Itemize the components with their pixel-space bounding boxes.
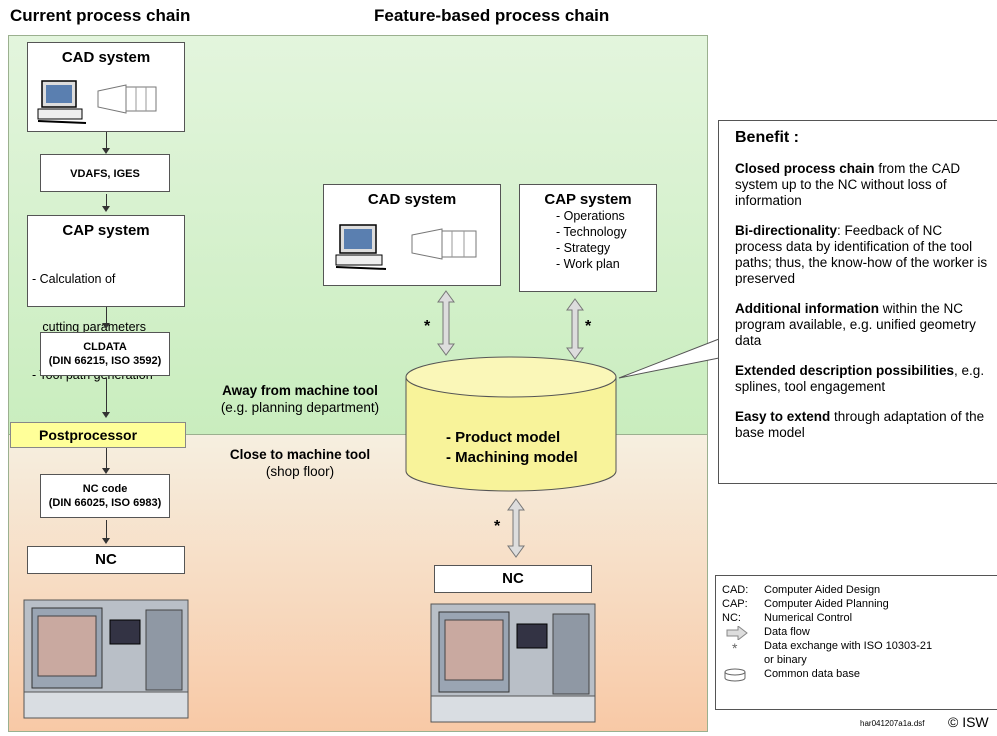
legend-cap-abbr: CAP:	[722, 598, 748, 610]
legend-cad-abbr: CAD:	[722, 584, 749, 596]
left-nc-box: NC	[27, 546, 185, 574]
benefit-item: Bi-directionality: Feedback of NC proces…	[735, 223, 988, 286]
header-current-chain: Current process chain	[10, 6, 191, 25]
nc-code-title: NC code	[82, 483, 128, 495]
center-cap-box: CAP system - Operations - Technology - S…	[519, 184, 657, 292]
machining-model-label: - Machining model	[446, 449, 578, 466]
away-from-machine-label: Away from machine tool (e.g. planning de…	[200, 382, 400, 416]
legend-nc-full: Numerical Control	[764, 612, 853, 624]
left-cap-item: - Calculation of	[32, 272, 116, 286]
cldata-title: CLDATA	[83, 341, 127, 353]
legend-star-icon: *	[732, 640, 738, 656]
iso-exchange-star-icon: *	[585, 318, 592, 335]
cldata-document: CLDATA (DIN 66215, ISO 3592)	[40, 332, 170, 376]
center-cad-title: CAD system	[367, 191, 457, 208]
legend-nc-abbr: NC:	[722, 612, 741, 624]
machine-tool-image	[430, 603, 596, 723]
center-cap-item: - Operations	[556, 209, 625, 223]
center-cap-item: - Technology	[556, 225, 627, 239]
machine-tool-image	[23, 599, 189, 719]
benefit-item: Easy to extend through adaptation of the…	[735, 409, 985, 440]
center-cap-item: - Strategy	[556, 241, 611, 255]
database-legend-icon	[724, 668, 746, 682]
center-cap-title: CAP system	[544, 191, 632, 208]
legend-flow: Data flow	[764, 626, 810, 638]
vdafs-iges-document: VDAFS, IGES	[40, 154, 170, 192]
benefit-panel: Benefit : Closed process chain from the …	[718, 120, 997, 484]
database-content: - Product model - Machining model	[446, 428, 578, 468]
common-database-icon	[405, 356, 617, 492]
computer-icon	[37, 80, 157, 124]
benefit-title: Benefit :	[735, 129, 799, 146]
close-subtitle: (shop floor)	[265, 464, 335, 479]
product-model-label: - Product model	[446, 429, 561, 446]
away-title: Away from machine tool	[222, 383, 378, 398]
left-cap-title: CAP system	[62, 222, 150, 239]
legend-exchange-binary: or binary	[764, 654, 807, 666]
benefit-item: Extended description possibilities, e.g.…	[735, 363, 985, 394]
data-flow-arrow-icon	[726, 626, 748, 640]
legend-cap-full: Computer Aided Planning	[764, 598, 889, 610]
legend-exchange: Data exchange with ISO 10303-21	[764, 640, 933, 652]
left-cap-item: cutting parameters	[32, 320, 146, 334]
db-nc-data-flow-icon	[507, 498, 525, 558]
nc-code-document: NC code (DIN 66025, ISO 6983)	[40, 474, 170, 518]
legend-panel: CAD: Computer Aided Design CAP: Computer…	[715, 575, 997, 710]
cldata-standard: (DIN 66215, ISO 3592)	[48, 355, 162, 367]
center-nc-box: NC	[434, 565, 592, 593]
benefit-item: Closed process chain from the CAD system…	[735, 161, 961, 208]
computer-icon	[335, 224, 477, 270]
away-subtitle: (e.g. planning department)	[220, 400, 380, 415]
close-title: Close to machine tool	[229, 447, 371, 462]
left-cad-title: CAD system	[61, 49, 151, 66]
nc-code-standard: (DIN 66025, ISO 6983)	[48, 497, 162, 509]
callout-pointer	[618, 338, 720, 379]
center-cap-item: - Work plan	[556, 257, 620, 271]
iso-exchange-star-icon: *	[494, 518, 501, 535]
postprocessor-box: Postprocessor	[10, 422, 186, 448]
left-cad-box: CAD system	[27, 42, 185, 132]
footer-copyright: © ISW	[948, 714, 989, 730]
close-to-machine-label: Close to machine tool (shop floor)	[200, 446, 400, 480]
center-cad-box: CAD system	[323, 184, 501, 286]
legend-db: Common data base	[764, 668, 860, 680]
benefit-item: Additional information within the NC pro…	[735, 301, 976, 348]
cap-db-data-flow-icon	[566, 298, 584, 360]
footer-file-id: har041207a1a.dsf	[860, 719, 925, 728]
legend-cad-full: Computer Aided Design	[764, 584, 881, 596]
header-feature-chain: Feature-based process chain	[374, 6, 610, 25]
left-cap-box: CAP system - Calculation of cutting para…	[27, 215, 185, 382]
iso-exchange-star-icon: *	[424, 318, 431, 335]
cad-db-data-flow-icon	[437, 290, 455, 356]
